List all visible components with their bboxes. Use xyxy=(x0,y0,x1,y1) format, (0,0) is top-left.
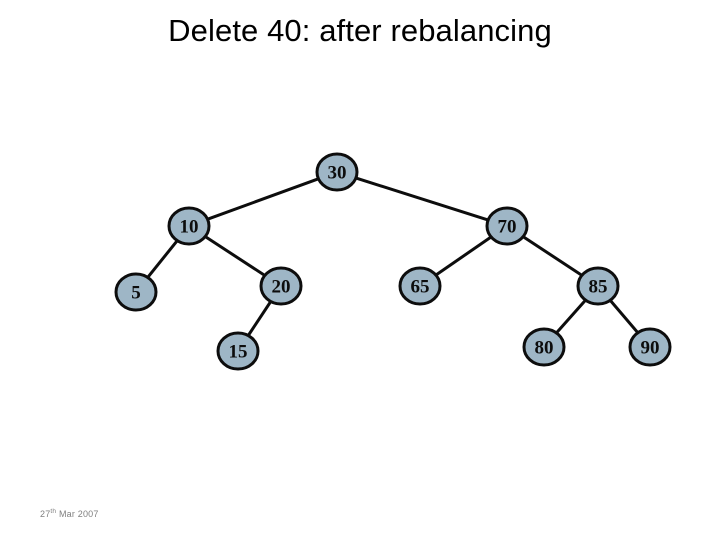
tree-node-shape-65 xyxy=(398,266,442,306)
tree-node-label-5: 5 xyxy=(131,283,141,304)
footer-ordinal: th xyxy=(50,508,57,515)
tree-edge-70-65 xyxy=(434,235,493,277)
tree-node-label-30: 30 xyxy=(328,163,347,184)
page-title: Delete 40: after rebalancing xyxy=(168,13,552,48)
tree-edge-85-80 xyxy=(554,298,588,335)
tree-edge-20-15 xyxy=(246,299,273,338)
tree-node-shape-70 xyxy=(485,206,529,246)
tree-node-label-80: 80 xyxy=(535,338,554,359)
tree-node-30[interactable]: 30 xyxy=(315,152,359,192)
tree-edge-10-20 xyxy=(203,234,267,278)
tree-node-70[interactable]: 70 xyxy=(485,206,529,246)
tree-node-shape-85 xyxy=(576,266,620,306)
tree-edge-30-70 xyxy=(354,176,490,222)
tree-node-shape-5 xyxy=(114,272,158,312)
footer-day: 27 xyxy=(40,509,51,519)
tree-node-label-90: 90 xyxy=(641,338,660,359)
tree-edge-layer xyxy=(145,176,640,338)
tree-node-shape-15 xyxy=(216,331,260,371)
tree-node-label-15: 15 xyxy=(229,342,248,363)
slide-footer: 27th Mar 2007 xyxy=(40,508,99,519)
tree-node-5[interactable]: 5 xyxy=(114,272,158,312)
tree-edge-70-85 xyxy=(521,234,584,278)
tree-edge-85-90 xyxy=(608,298,640,335)
tree-node-label-65: 65 xyxy=(411,277,430,298)
tree-node-shape-90 xyxy=(628,327,672,367)
tree-node-10[interactable]: 10 xyxy=(167,206,211,246)
tree-node-85[interactable]: 85 xyxy=(576,266,620,306)
tree-node-layer: 30 10 70 5 20 65 85 15 80 90 xyxy=(114,152,672,371)
tree-node-label-10: 10 xyxy=(180,217,199,238)
tree-edge-10-5 xyxy=(145,238,180,280)
tree-edge-30-10 xyxy=(206,177,320,221)
tree-node-label-20: 20 xyxy=(272,277,291,298)
tree-node-15[interactable]: 15 xyxy=(216,331,260,371)
tree-node-label-70: 70 xyxy=(498,217,517,238)
tree-node-90[interactable]: 90 xyxy=(628,327,672,367)
tree-node-shape-30 xyxy=(315,152,359,192)
tree-node-shape-20 xyxy=(259,266,303,306)
tree-node-65[interactable]: 65 xyxy=(398,266,442,306)
footer-month-year: Mar 2007 xyxy=(56,509,99,519)
tree-node-shape-10 xyxy=(167,206,211,246)
tree-node-20[interactable]: 20 xyxy=(259,266,303,306)
tree-node-label-85: 85 xyxy=(589,277,608,298)
tree-node-shape-80 xyxy=(522,327,566,367)
tree-node-80[interactable]: 80 xyxy=(522,327,566,367)
